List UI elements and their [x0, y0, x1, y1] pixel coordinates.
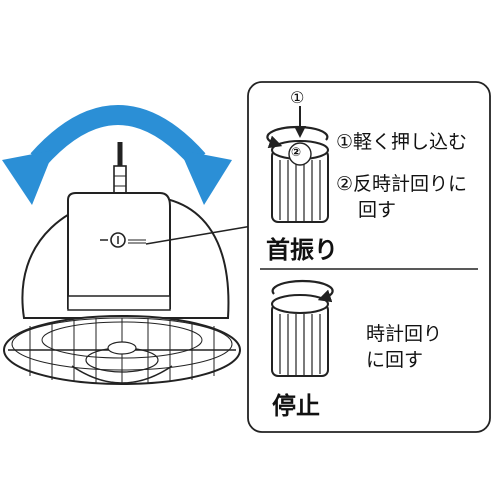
rotate-cw-icon — [271, 279, 334, 303]
power-cord — [113, 142, 127, 197]
stop-step-line-2: に回す — [366, 349, 424, 371]
callout-pointer — [145, 225, 253, 245]
fan-motor-housing — [67, 192, 171, 311]
swing-step-2-line-2: 回す — [358, 199, 397, 221]
stop-title: 停止 — [272, 392, 320, 420]
rotate-ccw-icon — [266, 125, 329, 149]
press-marker: ① — [290, 88, 305, 107]
swing-knob — [271, 106, 329, 223]
fan-guard — [3, 315, 241, 385]
swing-step-1: ①軽く押し込む — [336, 131, 468, 153]
stop-knob — [271, 294, 329, 377]
knob-marker: ② — [291, 145, 302, 159]
swing-arrow-icon — [2, 105, 232, 205]
swing-title: 首振り — [266, 236, 338, 264]
swing-step-2-line-1: ②反時計回りに — [336, 173, 468, 195]
housing-knob — [100, 232, 146, 248]
stop-step-line-1: 時計回り — [366, 323, 443, 345]
